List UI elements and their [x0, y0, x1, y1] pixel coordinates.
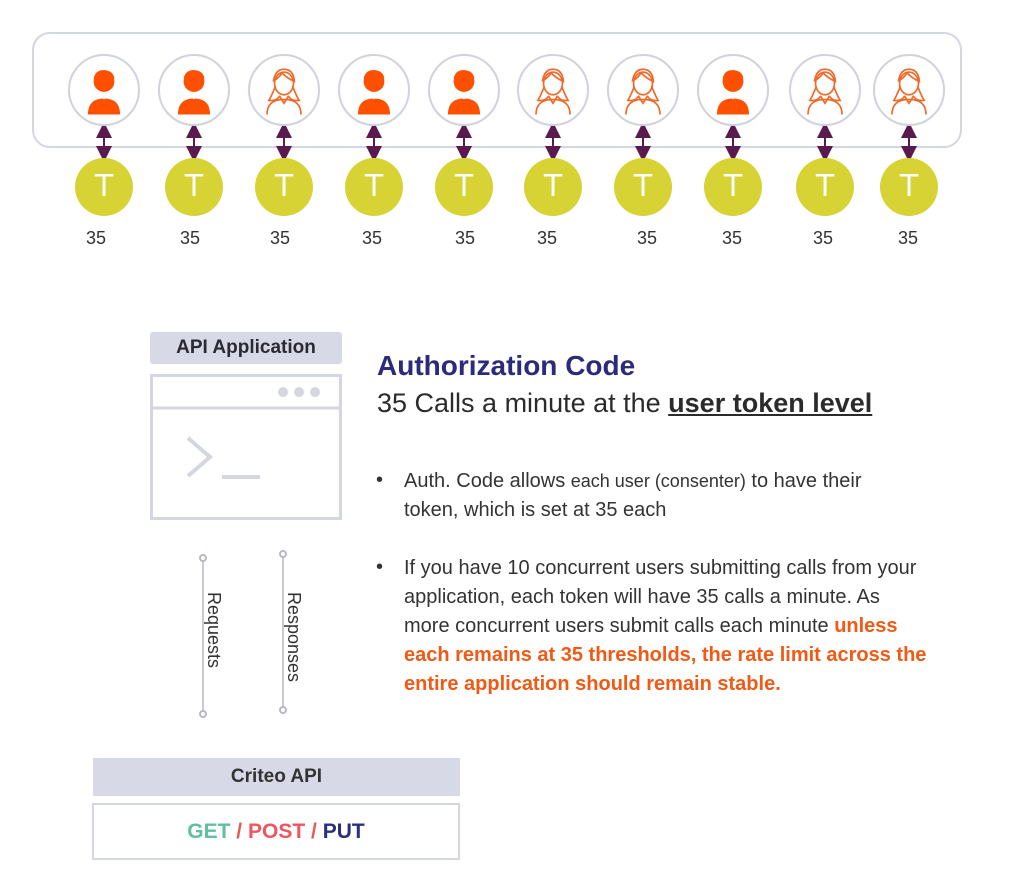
token-circle: T — [880, 158, 938, 216]
bullet-marker: • — [376, 556, 384, 578]
token-call-count: 35 — [179, 228, 201, 248]
token-call-count: 35 — [636, 228, 658, 248]
female-user-icon — [248, 54, 320, 126]
method-put: PUT — [322, 820, 365, 843]
token-circle: T — [165, 158, 223, 216]
auth-subtitle: 35 Calls a minute at the user token leve… — [377, 388, 872, 419]
auth-title: Authorization Code — [377, 350, 636, 381]
requests-line — [202, 562, 204, 710]
subtitle-emphasis: user token level — [668, 388, 873, 418]
responses-line — [282, 558, 284, 706]
token-circle: T — [435, 158, 493, 216]
bullet-1-text: Auth. Code allows — [404, 470, 571, 492]
token-call-count: 35 — [85, 228, 107, 248]
female-user-icon — [517, 54, 589, 126]
token-circle: T — [75, 158, 133, 216]
method-separator: / — [236, 820, 243, 843]
token-circle: T — [524, 158, 582, 216]
terminal-window-icon — [150, 374, 342, 520]
criteo-api-label: Criteo API — [93, 758, 460, 796]
token-circle: T — [345, 158, 403, 216]
requests-label: Requests — [204, 592, 224, 669]
female-user-icon — [789, 54, 861, 126]
requests-top-dot — [199, 554, 207, 562]
bullet-2-highlight: each remains at 35 thresholds, the rate … — [404, 644, 927, 666]
bullet-2-line1: If you have 10 concurrent users submitti… — [404, 557, 917, 579]
method-get: GET — [187, 820, 231, 843]
token-call-count: 35 — [269, 228, 291, 248]
api-application-label: API Application — [150, 332, 342, 364]
male-user-icon — [428, 54, 500, 126]
token-call-count: 35 — [454, 228, 476, 248]
female-user-icon — [607, 54, 679, 126]
token-call-count: 35 — [897, 228, 919, 248]
male-user-icon — [697, 54, 769, 126]
bullet-2: If you have 10 concurrent users submitti… — [404, 554, 1014, 699]
male-user-icon — [158, 54, 230, 126]
female-user-icon — [873, 54, 945, 126]
requests-bottom-dot — [199, 710, 207, 718]
token-call-count: 35 — [721, 228, 743, 248]
male-user-icon — [68, 54, 140, 126]
token-circle: T — [704, 158, 762, 216]
token-circle: T — [796, 158, 854, 216]
method-separator: / — [311, 820, 317, 843]
bullet-2-line3: more concurrent users submit calls each … — [404, 615, 835, 637]
male-user-icon — [338, 54, 410, 126]
token-call-count: 35 — [536, 228, 558, 248]
token-circle: T — [255, 158, 313, 216]
bullet-1-text: to have their — [745, 470, 862, 492]
subtitle-prefix: 35 Calls a minute at the — [377, 388, 669, 418]
responses-label: Responses — [284, 592, 304, 683]
responses-top-dot — [279, 550, 287, 558]
bullet-marker: • — [376, 469, 384, 491]
token-circle: T — [614, 158, 672, 216]
token-call-count: 35 — [361, 228, 383, 248]
http-methods-box: GET / POST / PUT — [92, 803, 460, 860]
bullet-1: Auth. Code allows each user (consenter) … — [404, 467, 1004, 525]
bullet-1-line2: token, which is set at 35 each — [404, 499, 667, 521]
bullet-2-highlight: entire application should remain stable. — [404, 673, 781, 695]
bullet-1-consenter: each user (consenter) — [570, 471, 746, 491]
bullet-2-highlight: unless — [834, 615, 898, 637]
bullet-2-line2: application, each token will have 35 cal… — [404, 586, 880, 608]
responses-bottom-dot — [279, 706, 287, 714]
method-post: POST — [247, 820, 306, 843]
token-call-count: 35 — [812, 228, 834, 248]
